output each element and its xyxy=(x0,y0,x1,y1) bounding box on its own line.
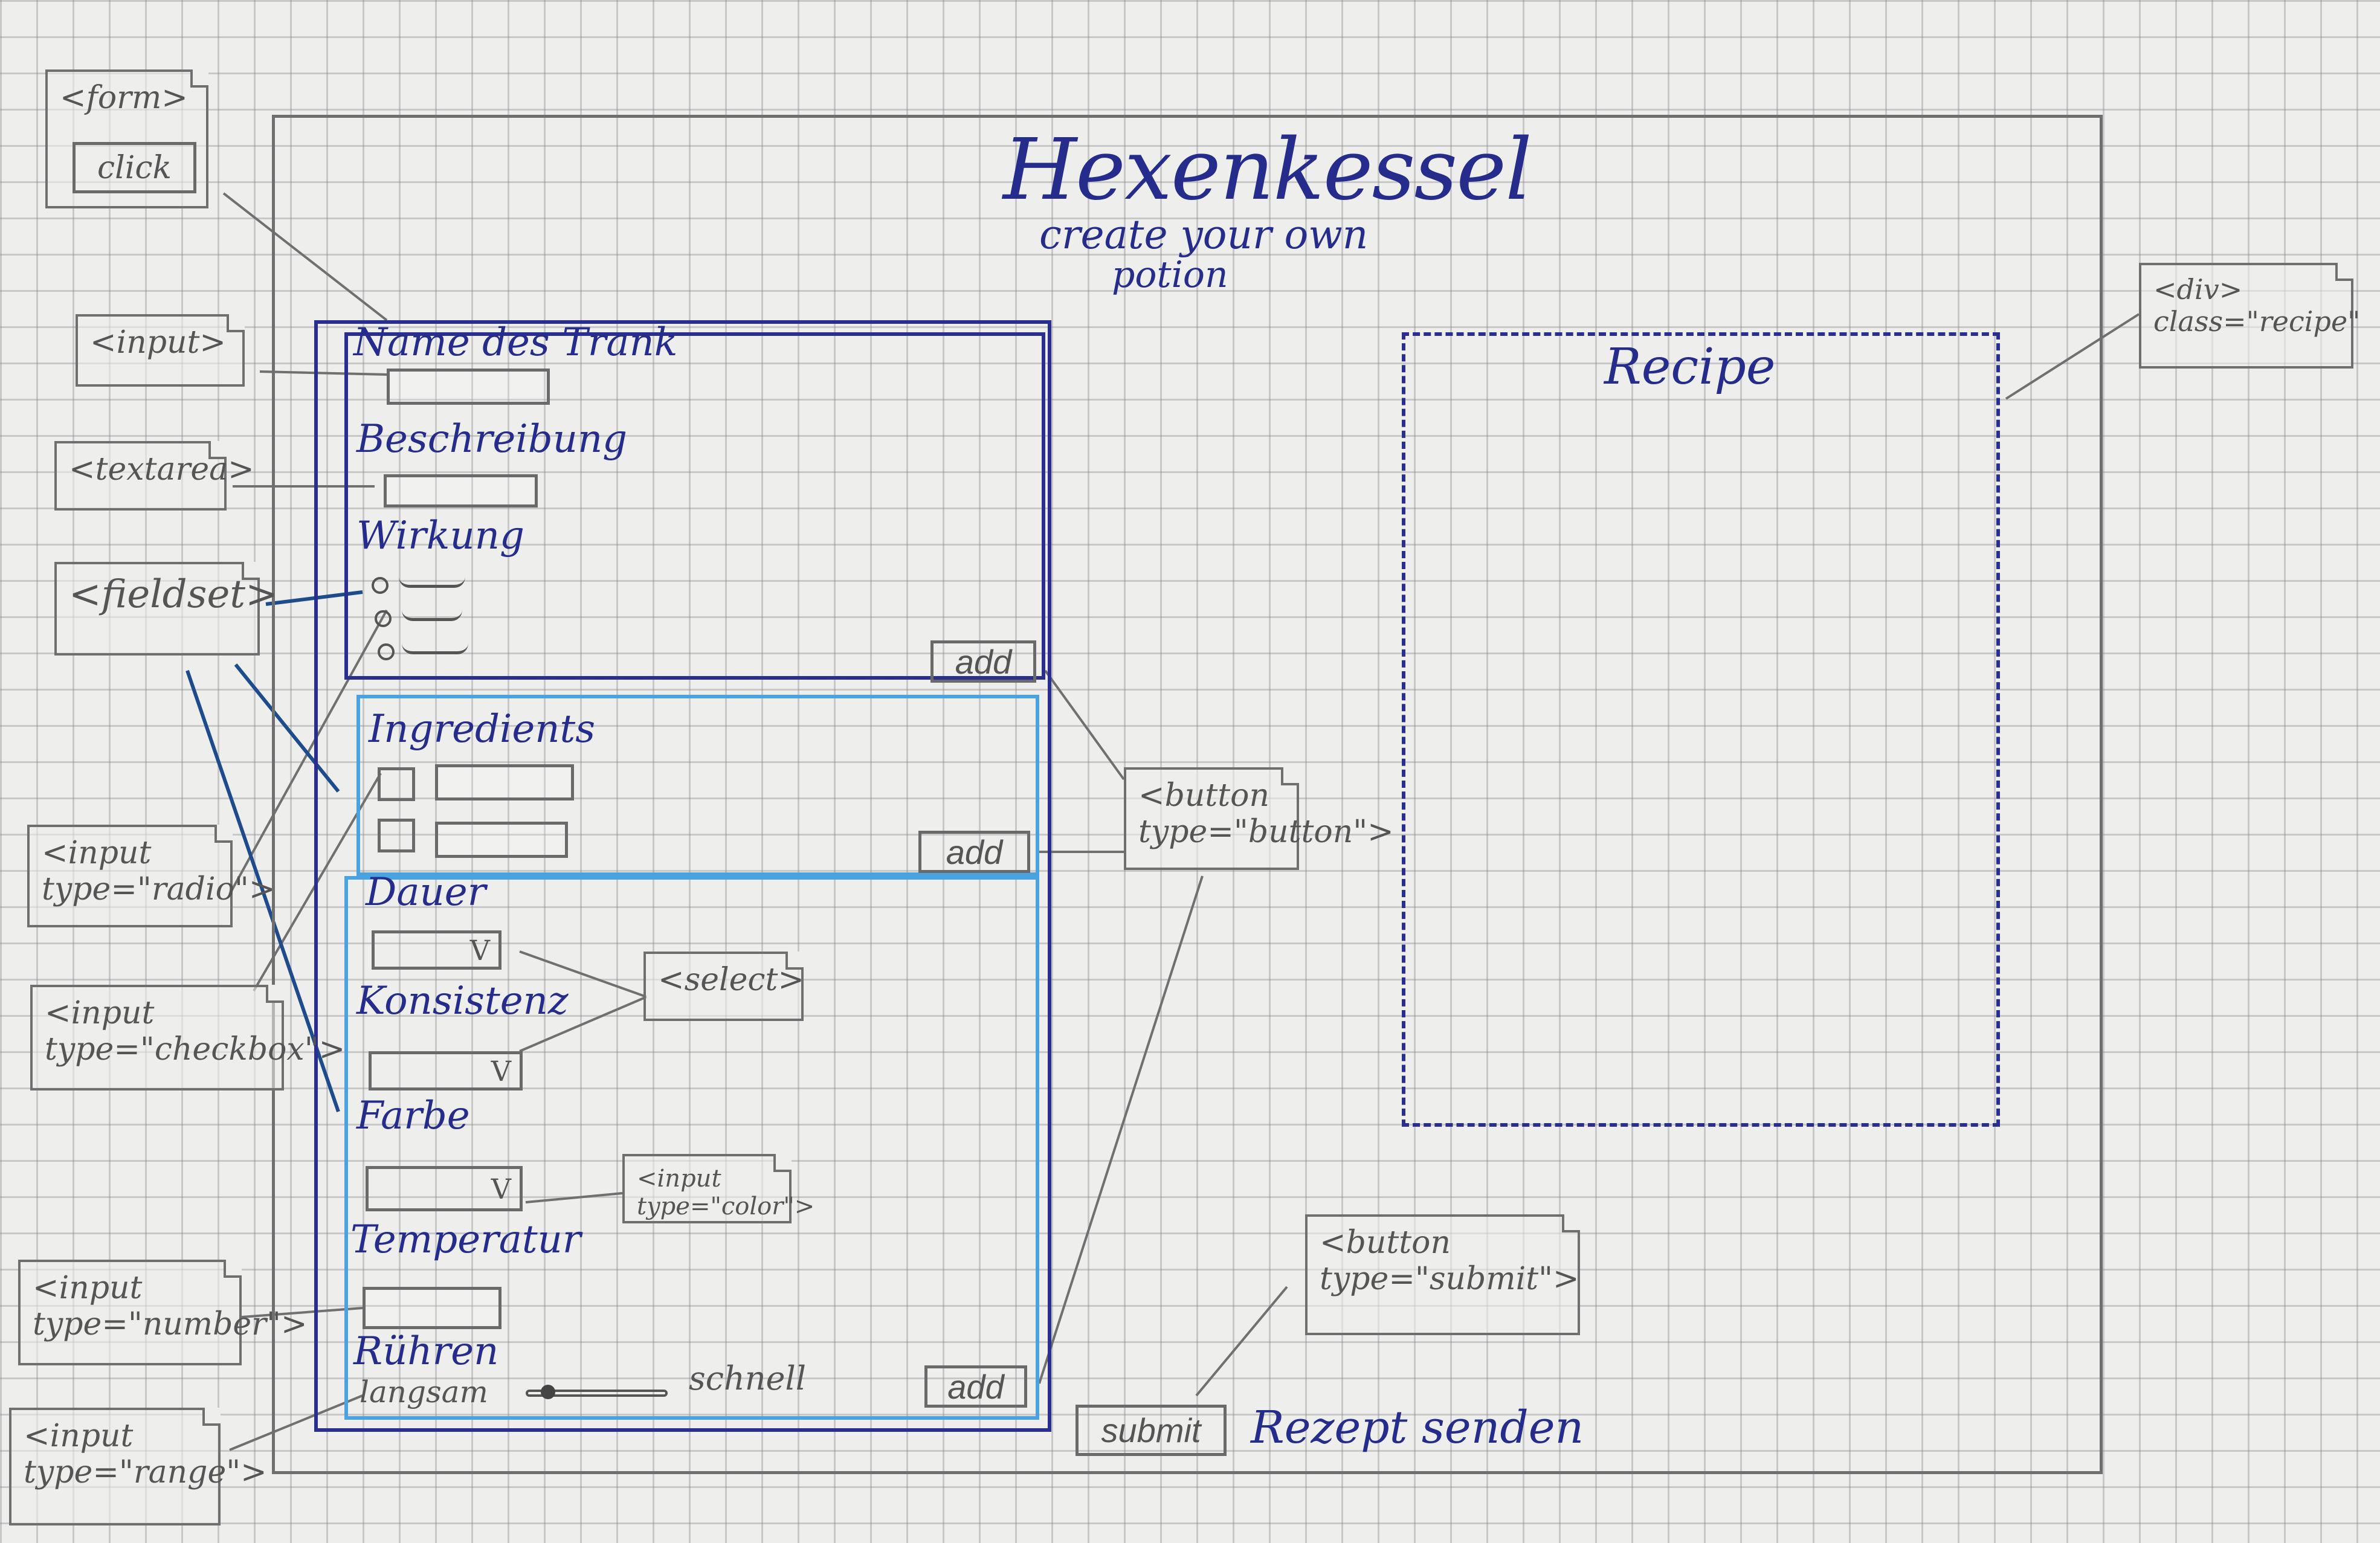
consistency-label: Konsistenz xyxy=(356,979,569,1023)
page-subtitle-line-1: create your own xyxy=(1039,211,1369,258)
note-div-recipe: <div> class="recipe" xyxy=(2139,263,2360,369)
fieldset-ingredients xyxy=(356,695,1039,876)
note-click-button: click xyxy=(73,142,196,193)
note-button-button: <button type="button"> xyxy=(1124,767,1394,870)
slider-track xyxy=(526,1390,668,1397)
description-textarea[interactable] xyxy=(384,474,538,507)
note-input-color: <input type="color"> xyxy=(622,1154,814,1223)
color-label: Farbe xyxy=(356,1094,470,1138)
effect-radio-group xyxy=(372,577,474,668)
chevron-down-icon: V xyxy=(469,933,490,967)
chevron-down-icon: V xyxy=(491,1172,511,1205)
page-title: Hexenkessel xyxy=(1003,121,1532,219)
effect-option-2-text xyxy=(402,610,462,621)
effect-radio-3[interactable] xyxy=(378,643,395,660)
note-fieldset: <fieldset> xyxy=(54,562,278,656)
add-ingredient-button[interactable]: add xyxy=(918,831,1030,873)
consistency-select[interactable]: V xyxy=(369,1051,523,1090)
recipe-heading: Recipe xyxy=(1604,338,1776,396)
chevron-down-icon: V xyxy=(491,1054,511,1087)
stirring-label: Rühren xyxy=(353,1329,499,1374)
fieldset-process xyxy=(344,876,1039,1420)
effect-radio-2[interactable] xyxy=(375,610,392,627)
note-button-submit: <button type="submit"> xyxy=(1305,1214,1580,1335)
note-input-checkbox: <input type="checkbox"> xyxy=(30,985,345,1090)
note-textarea: <textarea> xyxy=(54,441,254,511)
slider-thumb[interactable] xyxy=(541,1385,555,1399)
name-input[interactable] xyxy=(387,369,550,405)
ingredient-checkbox-1[interactable] xyxy=(378,767,415,801)
submit-button[interactable]: submit xyxy=(1076,1405,1227,1456)
name-label: Name des Trank xyxy=(353,320,678,365)
ingredient-text-1 xyxy=(435,764,574,800)
ingredients-label: Ingredients xyxy=(369,707,596,752)
note-input-range: <input type="range"> xyxy=(9,1408,267,1525)
ingredient-checkbox-2[interactable] xyxy=(378,819,415,852)
temperature-label: Temperatur xyxy=(350,1217,581,1262)
page-subtitle-line-2: potion xyxy=(1112,254,1228,296)
color-input[interactable]: V xyxy=(366,1166,523,1211)
potion-form xyxy=(314,320,1051,1432)
submit-caption: Rezept senden xyxy=(1251,1402,1584,1454)
note-input-radio: <input type="radio"> xyxy=(27,825,275,927)
stirring-min-label: langsam xyxy=(360,1374,488,1409)
note-select: <select> xyxy=(643,952,804,1021)
effect-option-3-text xyxy=(402,643,468,654)
temperature-number-input[interactable] xyxy=(363,1287,501,1329)
description-label: Beschreibung xyxy=(356,417,628,462)
effect-radio-1[interactable] xyxy=(372,577,389,594)
effect-label: Wirkung xyxy=(356,514,524,558)
stirring-range-slider[interactable] xyxy=(526,1384,668,1402)
ingredient-text-2 xyxy=(435,822,568,858)
duration-label: Dauer xyxy=(366,870,486,915)
duration-select[interactable]: V xyxy=(372,930,501,970)
fieldset-basics xyxy=(344,332,1045,680)
add-effect-button[interactable]: add xyxy=(930,640,1036,683)
effect-option-1-text xyxy=(399,577,465,588)
recipe-panel xyxy=(1402,332,2000,1127)
note-input: <input> xyxy=(76,314,245,387)
add-process-button[interactable]: add xyxy=(924,1365,1027,1408)
page-frame xyxy=(272,115,2103,1474)
stirring-max-label: schnell xyxy=(689,1359,807,1397)
note-input-number: <input type="number"> xyxy=(18,1260,308,1365)
